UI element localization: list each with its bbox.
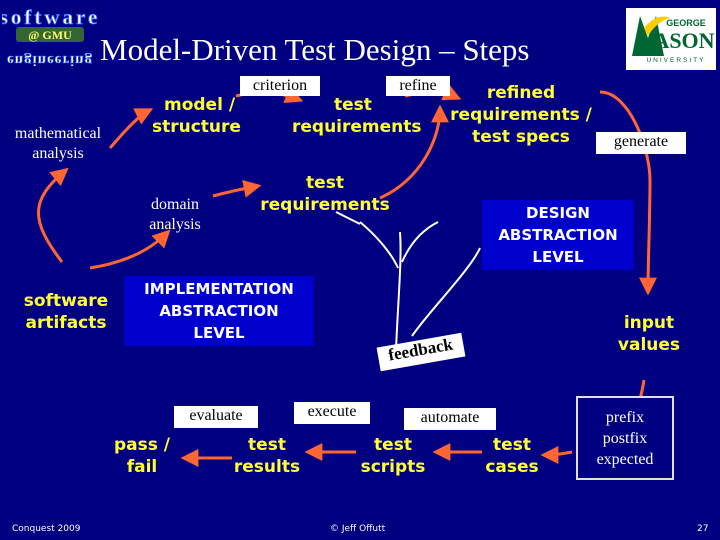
label-execute: execute xyxy=(294,402,370,424)
node-input-values: input values xyxy=(617,313,681,355)
gmu-badge-text: @ GMU xyxy=(28,28,72,42)
node-domain-analysis: domain analysis xyxy=(149,196,201,233)
arrow-generate xyxy=(599,90,658,296)
footer-left: Conquest 2009 xyxy=(12,524,81,534)
feedback-tree xyxy=(335,211,481,351)
node-refined-requirements: refined requirements / test specs xyxy=(450,83,592,147)
software-engineering-logo: software @ GMU engineering xyxy=(2,2,98,66)
label-criterion: criterion xyxy=(240,76,320,96)
arrow-refine-up xyxy=(379,104,449,200)
label-refine: refine xyxy=(386,76,450,96)
implementation-abstraction-level: IMPLEMENTATION ABSTRACTION LEVEL xyxy=(124,276,314,346)
node-model-structure: model / structure xyxy=(152,95,241,137)
arrow-artifacts-to-math xyxy=(37,167,69,263)
node-test-requirements-top: test requirements xyxy=(292,95,422,137)
svg-text:software: software xyxy=(2,5,98,29)
page-title: Model-Driven Test Design – Steps xyxy=(100,32,530,67)
svg-text:UNIVERSITY: UNIVERSITY xyxy=(646,57,705,64)
svg-text:GEORGE: GEORGE xyxy=(666,18,706,28)
arrow-math-to-model xyxy=(108,108,154,149)
node-pass-fail: pass / fail xyxy=(113,435,170,477)
node-test-scripts: test scripts xyxy=(360,435,426,477)
node-test-cases: test cases xyxy=(485,435,539,477)
design-abstraction-level: DESIGN ABSTRACTION LEVEL xyxy=(482,200,634,270)
svg-text:engineering: engineering xyxy=(7,52,93,66)
gmu-logo: GEORGE ASON UNIVERSITY xyxy=(626,8,716,70)
svg-text:ASON: ASON xyxy=(653,28,714,53)
footer-center: © Jeff Offutt xyxy=(330,524,386,534)
label-generate: generate xyxy=(596,132,686,154)
node-mathematical-analysis: mathematical analysis xyxy=(14,125,102,162)
label-automate: automate xyxy=(404,408,496,430)
arrow-domain-to-testreq xyxy=(212,179,262,198)
node-test-results: test results xyxy=(233,435,301,477)
node-test-requirements-mid: test requirements xyxy=(260,173,390,215)
prefix-postfix-expected-box: prefix postfix expected xyxy=(576,396,674,480)
node-software-artifacts: software artifacts xyxy=(23,291,109,333)
footer-page-number: 27 xyxy=(697,524,709,534)
arrow-artifacts-to-domain xyxy=(89,229,171,270)
label-evaluate: evaluate xyxy=(174,406,258,428)
arrow-prefix-to-cases xyxy=(540,445,573,464)
